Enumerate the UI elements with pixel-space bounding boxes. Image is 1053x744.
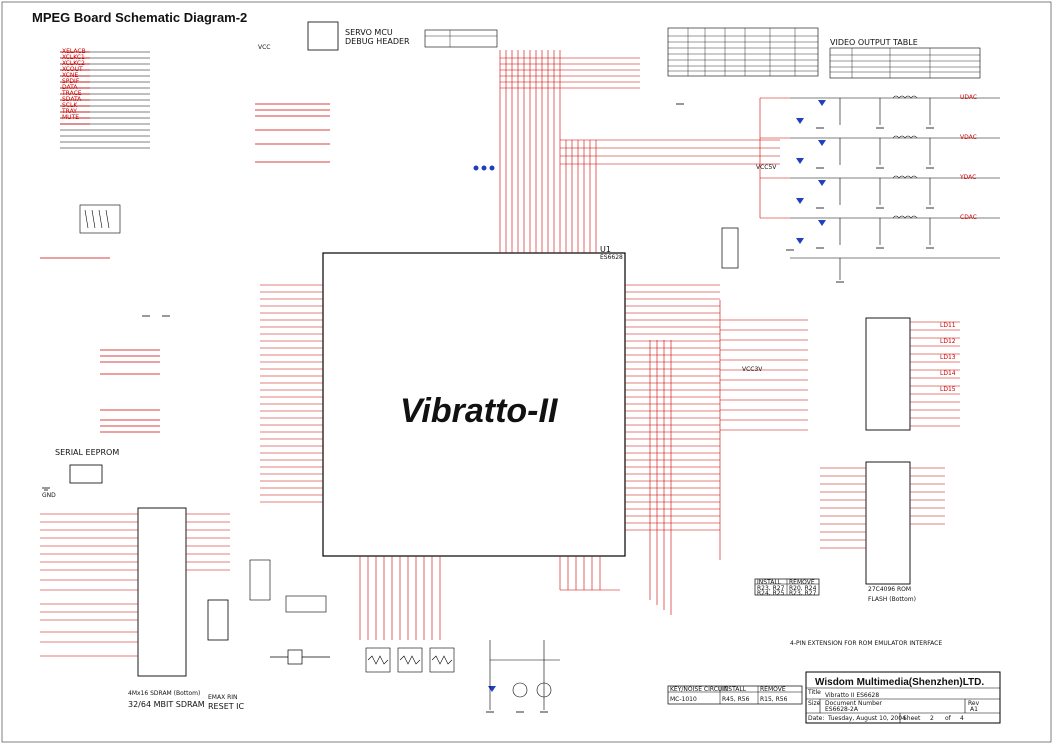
left-red-nets: [40, 51, 330, 433]
serial-eeprom-label: SERIAL EEPROM: [55, 448, 120, 457]
rev-value: A1: [970, 706, 978, 713]
net-label: UDAC: [960, 94, 978, 101]
net-label: SDATA: [62, 96, 82, 103]
company-name: Wisdom Multimedia(Shenzhen)LTD.: [815, 677, 985, 688]
of-value: 4: [960, 715, 964, 722]
net-label: LD14: [940, 370, 956, 377]
bottom-bus: [359, 556, 620, 640]
sdram-chip: [40, 507, 230, 677]
key-table-cell-3: R15, R56: [760, 696, 788, 703]
net-label: LD11: [940, 322, 956, 329]
crystal-oscillator: [270, 649, 330, 665]
net-label: XCOUT: [62, 66, 83, 73]
net-label: MUTE: [62, 114, 80, 121]
net-label: XCLKC2: [62, 60, 85, 67]
net-label: TRACE: [62, 90, 82, 97]
document-label: Document Number: [825, 700, 883, 707]
key-table-header-3: REMOVE: [760, 686, 786, 693]
install-row-2-a: R24, R25: [757, 590, 785, 597]
document-value: ES6628-2A: [825, 706, 858, 713]
install-row-2-b: R23, R27: [789, 590, 817, 597]
key-table-cell-2: R45, R56: [722, 696, 750, 703]
key-table-cell-1: MC-1010: [670, 696, 697, 703]
net-label: LD12: [940, 338, 956, 345]
ground-symbols: [42, 103, 934, 713]
key-table-header-2: INSTALL: [722, 686, 747, 693]
switch-block: [285, 595, 327, 613]
title-block: [805, 671, 1001, 724]
net-label: XELACB: [62, 48, 86, 55]
rom-part-label: 27C4096 ROM: [868, 586, 912, 593]
net-label: LD13: [940, 354, 956, 361]
power-label: VCC5V: [756, 164, 777, 171]
video-output-nets: [759, 97, 790, 219]
key-table-header-1: KEY/NOISE CIRCUIT: [670, 686, 728, 693]
net-label: XCNE: [62, 72, 79, 79]
main-chip: [322, 252, 626, 557]
remove-header: REMOVE: [789, 579, 815, 586]
rom-extension-label: 4-PIN EXTENSION FOR ROM EMULATOR INTERFA…: [790, 640, 943, 647]
chip-name-label: Vibratto-II: [400, 392, 558, 430]
chip-part: ES6628: [600, 254, 623, 261]
transistor-circuit: [489, 640, 560, 710]
resistor-network-left: [79, 204, 121, 234]
rom-part-2-label: FLASH (Bottom): [868, 596, 916, 603]
install-row-1-b: R20, R24: [789, 585, 817, 592]
net-label: XCLKC1: [62, 54, 85, 61]
date-value: Tuesday, August 10, 2004: [828, 715, 906, 722]
small-header-connector: [721, 227, 739, 269]
net-label: TRAY: [62, 108, 77, 115]
right-vertical-bus: [649, 300, 808, 615]
net-label: VDAC: [960, 134, 977, 141]
chip-left-bus: [260, 284, 323, 503]
rom-chip-lower: [820, 461, 945, 585]
servo-header-box: [307, 21, 339, 51]
net-label: YDAC: [960, 174, 977, 181]
rev-label: Rev: [968, 700, 980, 707]
page-title: MPEG Board Schematic Diagram-2: [32, 10, 248, 25]
reset-ic-sub-label: EMAX RIN: [208, 694, 238, 701]
net-label: SPDIF: [62, 78, 80, 85]
net-label: CDAC: [960, 214, 977, 221]
sdram-part-label: 4Mx16 SDRAM (Bottom): [128, 690, 201, 697]
net-label: LD15: [940, 386, 956, 393]
sheet-value: 2: [930, 715, 934, 722]
date-label: Date:: [808, 715, 825, 722]
video-filter-network: [790, 95, 1000, 280]
sdram-label: 32/64 MBIT SDRAM: [128, 700, 205, 709]
size-label: Size: [808, 700, 821, 707]
resistor-pack: [249, 559, 271, 601]
net-label: DATA: [62, 84, 78, 91]
frequency-table: [667, 27, 819, 77]
install-header: INSTALL: [757, 579, 782, 586]
install-row-1-a: R23, R27: [757, 585, 785, 592]
top-bus: [499, 50, 780, 253]
power-label: VCC3V: [742, 366, 763, 373]
chip-ref: U1: [600, 245, 611, 254]
resistor-arrays: [365, 647, 455, 673]
sheet-label: Sheet: [903, 715, 921, 722]
video-output-table: [829, 47, 981, 79]
title-value: Vibratto II ES6628: [825, 692, 880, 699]
power-label: VCC: [258, 44, 271, 51]
reset-ic-label: RESET IC: [208, 702, 245, 711]
video-output-table-label: VIDEO OUTPUT TABLE: [830, 38, 918, 47]
net-label: SCLK: [62, 102, 78, 109]
title-label: Title: [808, 689, 821, 696]
reset-ic: [207, 599, 229, 641]
install-table: [754, 578, 820, 596]
jumper-connectors: [473, 165, 495, 171]
key-table: [667, 685, 803, 705]
of-label: of: [945, 715, 951, 722]
power-label: GND: [42, 492, 56, 499]
clock-source-table: [424, 29, 498, 48]
eeprom-chip: [69, 464, 103, 484]
rom-chip-upper: [865, 317, 960, 431]
chip-right-bus: [625, 284, 720, 531]
servo-header-label: SERVO MCU DEBUG HEADER: [345, 28, 410, 46]
